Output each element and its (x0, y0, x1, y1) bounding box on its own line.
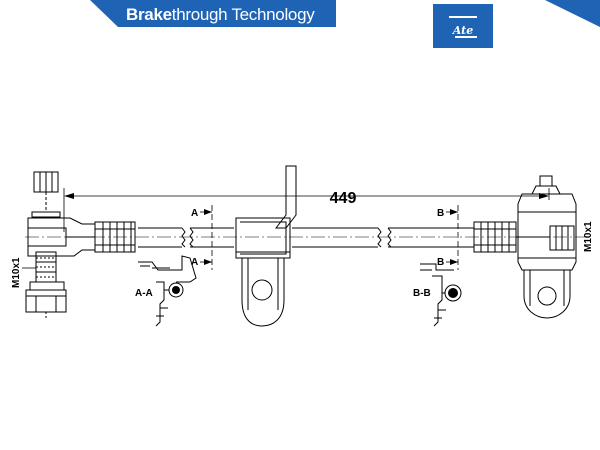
section-a-marker-bottom: A (191, 257, 198, 268)
section-b-markers (446, 205, 459, 270)
dimension-line (63, 188, 550, 232)
banner-left-shape (90, 0, 336, 27)
section-b-label: B-B (413, 288, 431, 299)
section-a-label: A-A (135, 288, 153, 299)
section-b-marker-bottom: B (437, 257, 444, 268)
ate-logo-text: Ate (452, 24, 474, 37)
section-a-markers (200, 205, 213, 270)
header-banner (90, 0, 600, 27)
left-fitting (22, 171, 136, 318)
section-b-marker-top: B (437, 208, 444, 219)
middle-bracket (235, 165, 297, 327)
brand-tagline: Brakethrough Technology (126, 5, 315, 24)
hose-body (138, 227, 474, 248)
dimension-length-label: 449 (330, 190, 357, 207)
right-thread-label: M10x1 (583, 221, 594, 252)
right-fitting (473, 175, 577, 319)
section-b-detail (420, 263, 462, 327)
ate-logo: Ate (433, 4, 493, 48)
section-a-marker-top: A (191, 208, 198, 219)
left-thread-label: M10x1 (11, 257, 22, 288)
section-a-detail (138, 255, 197, 327)
banner-right-shape (545, 0, 600, 27)
ate-logo-mark (449, 16, 477, 38)
